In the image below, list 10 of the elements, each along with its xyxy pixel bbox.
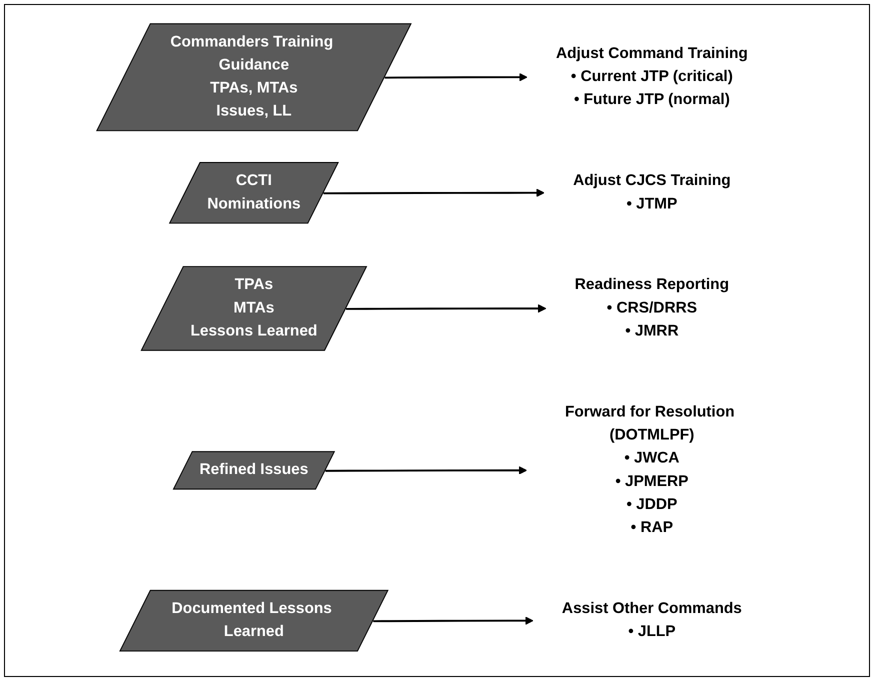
- node-text: Forward for Resolution (DOTMLPF) • JWCA • JPMERP • JDDP • RAP: [564, 403, 735, 536]
- node-text: Assist Other Commands • JLLP: [562, 600, 742, 640]
- node-text: Readiness Reporting • CRS/DRRS • JMRR: [574, 276, 730, 339]
- node-text: Adjust CJCS Training • JTMP: [573, 172, 731, 212]
- arrow: [384, 72, 528, 81]
- arrow: [325, 466, 527, 474]
- arrow: [373, 616, 534, 624]
- node-text: Adjust Command Training • Current JTP (critical) • Future JTP (normal): [556, 44, 748, 108]
- arrow: [323, 188, 545, 197]
- arrow: [346, 304, 546, 312]
